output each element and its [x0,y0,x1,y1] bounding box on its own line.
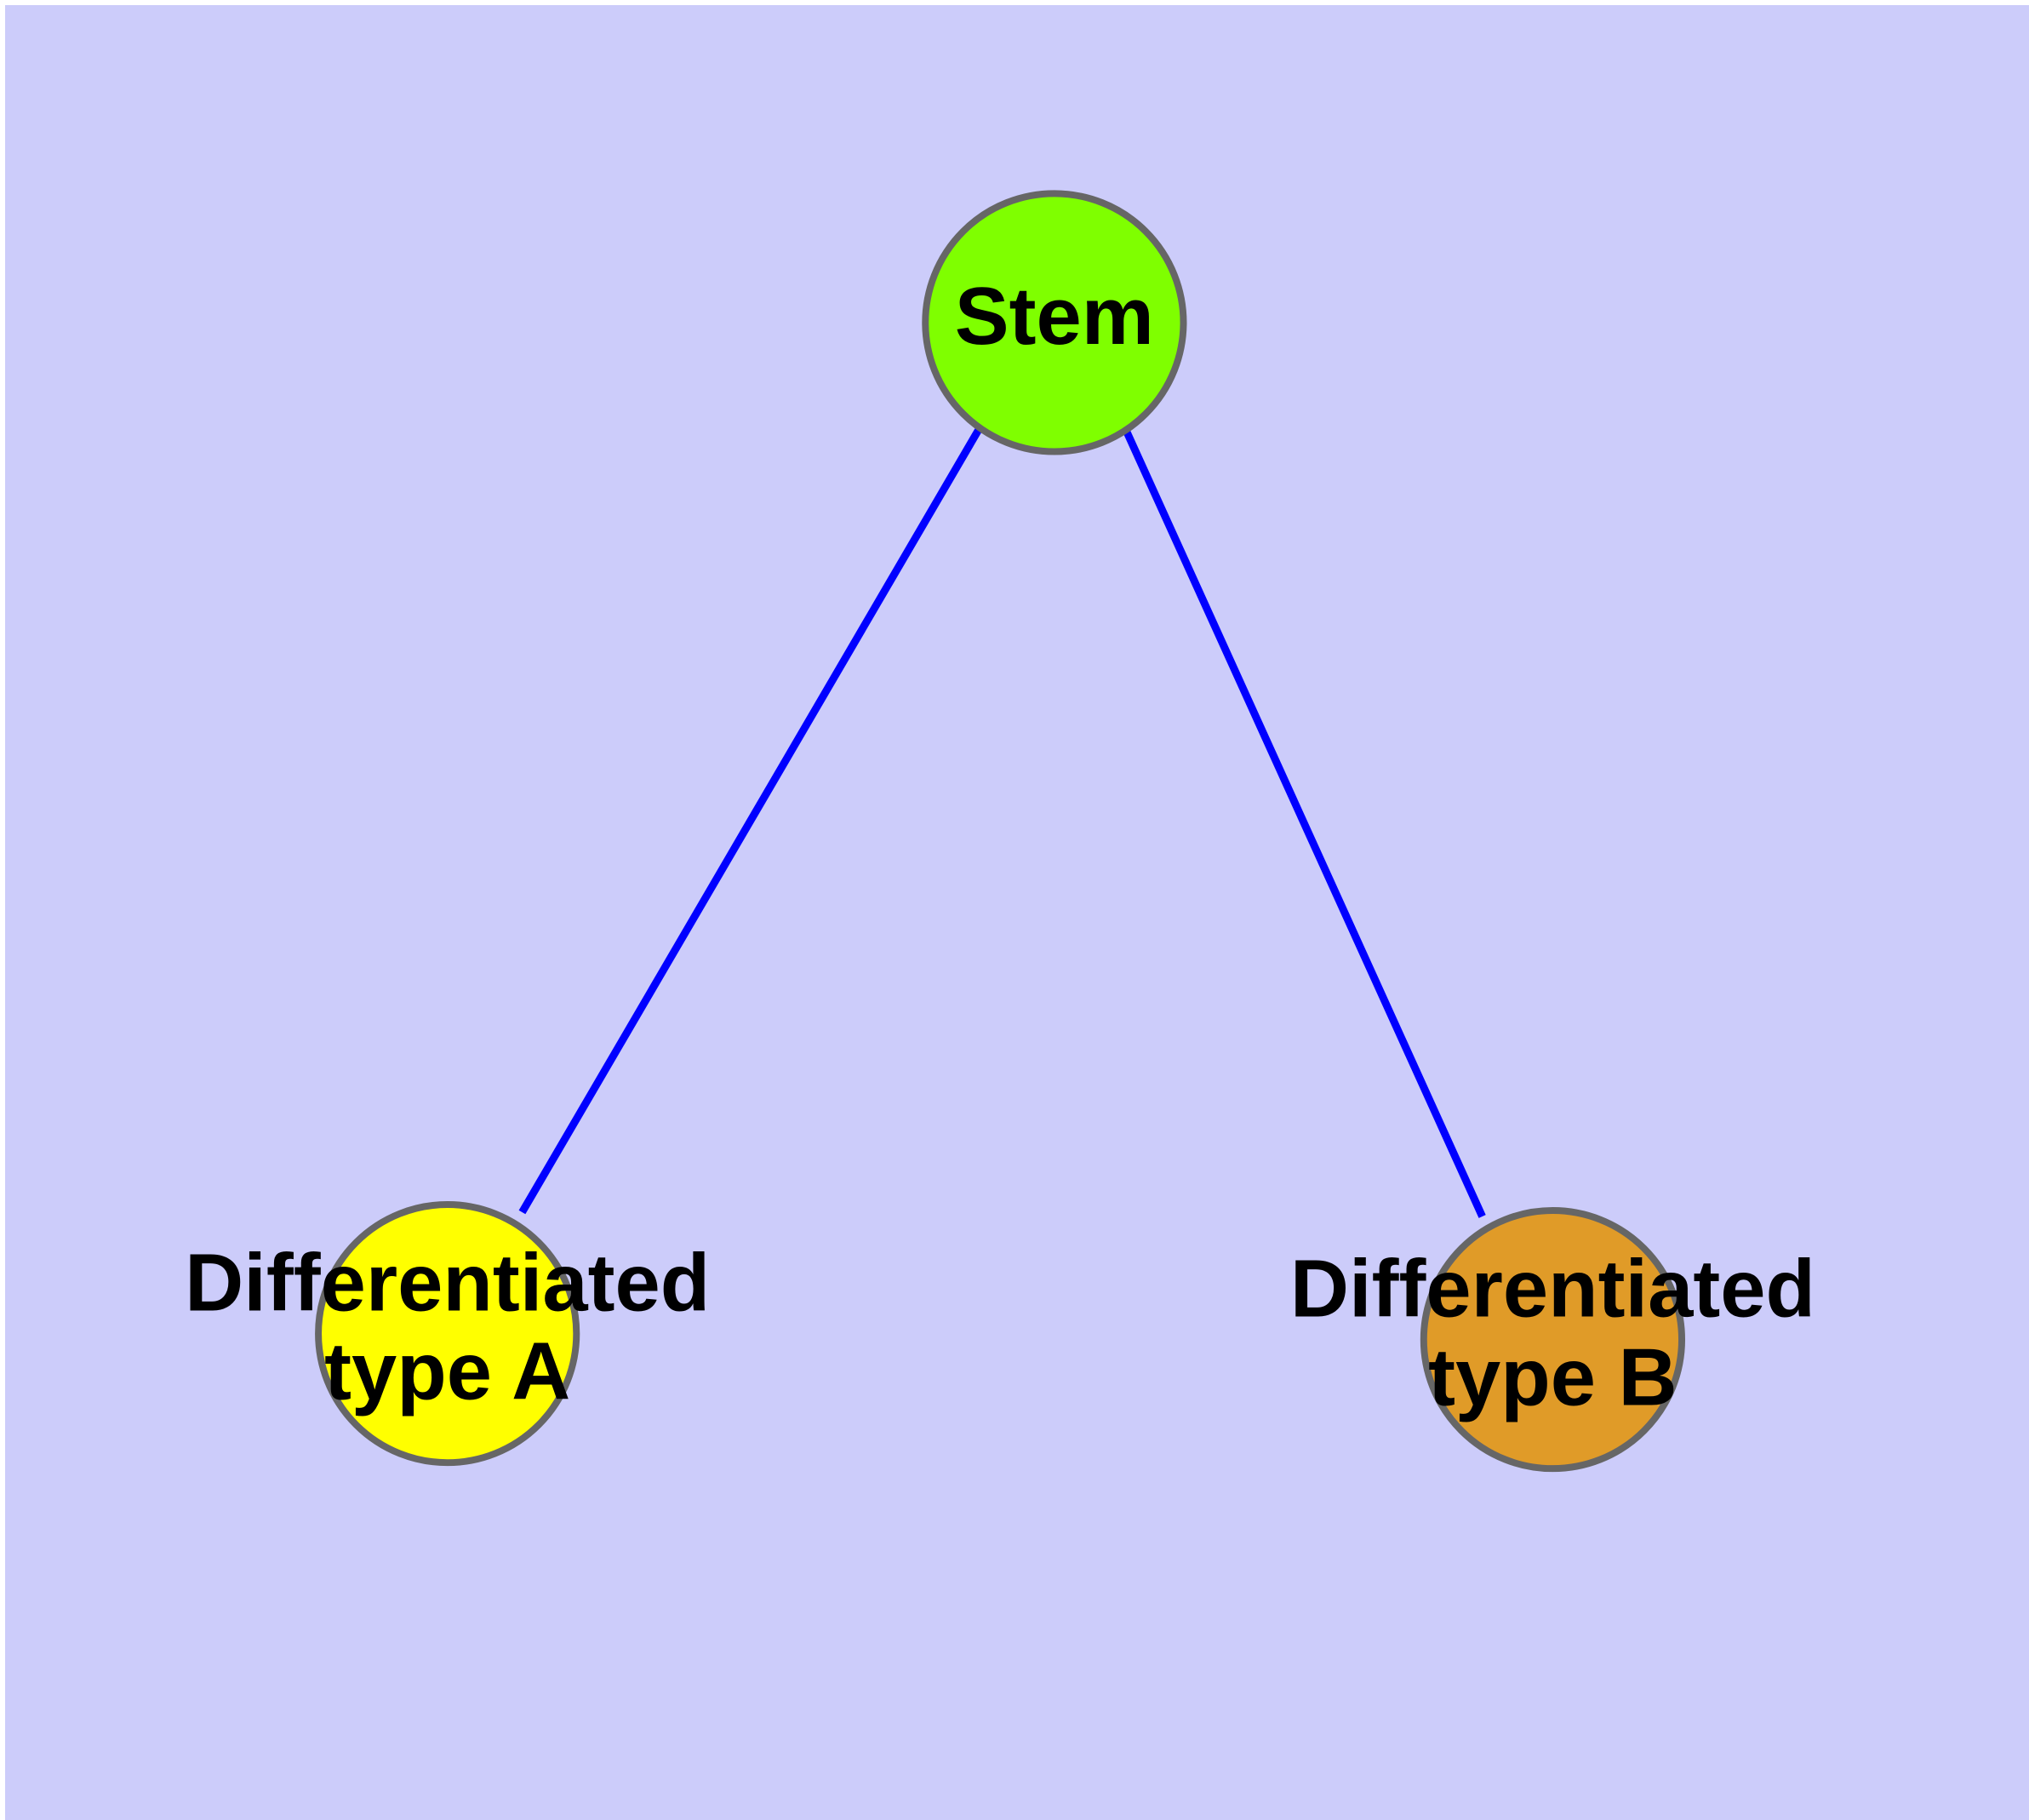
node-label-line: type B [1428,1332,1677,1423]
node-label-line: Stem [955,271,1154,362]
node-diff_b[interactable] [1420,1207,1686,1473]
edge-stem-to-diff-a[interactable] [518,426,983,1215]
node-label-line: Differentiated [185,1238,710,1329]
node-layer [315,190,1686,1473]
edge-stem-to-diff-b[interactable] [1122,427,1486,1218]
node-label-line: type A [324,1326,570,1417]
edge-layer [518,426,1486,1218]
node-label-line: Differentiated [1290,1244,1815,1335]
node-diff_a[interactable] [315,1201,580,1467]
node-label-stem: Stem [955,271,1154,362]
node-stem[interactable] [922,190,1187,455]
